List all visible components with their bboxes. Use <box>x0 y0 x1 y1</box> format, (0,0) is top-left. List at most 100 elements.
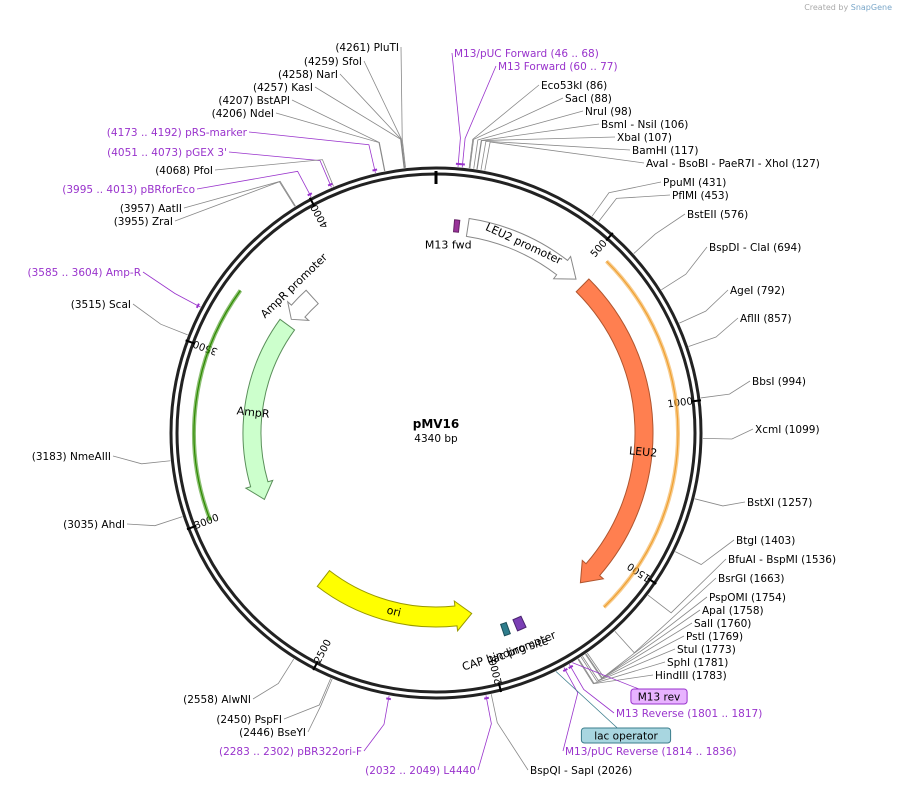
site-leader-line <box>484 141 645 171</box>
feature-label: ori <box>385 604 402 620</box>
primer-mark <box>307 192 313 197</box>
site-leader-line <box>248 131 376 174</box>
site-leader-line <box>339 73 405 168</box>
primer-mark <box>372 168 378 172</box>
site-leader-line <box>688 317 739 347</box>
site-label: AvaI - BsoBI - PaeR7I - XhoI (127) <box>646 158 820 170</box>
site-label: (2032 .. 2049) L4440 <box>365 765 476 777</box>
site-label: AgeI (792) <box>730 285 785 297</box>
primer-mark <box>562 668 568 673</box>
site-label: PstI (1769) <box>686 631 743 643</box>
feature-boxes: M13 rev lac operator <box>580 688 688 744</box>
site-leader-line <box>275 112 385 172</box>
site-label: BtgI (1403) <box>736 535 795 547</box>
site-label: PpuMI (431) <box>663 177 726 189</box>
site-leader-line <box>363 60 406 168</box>
site-label: ApaI (1758) <box>702 605 764 617</box>
site-leader-line <box>112 455 171 465</box>
feature-box-label: M13 rev <box>638 692 681 704</box>
site-label: SphI (1781) <box>667 657 728 669</box>
primer-mark <box>568 664 574 669</box>
site-leader-line <box>214 159 334 187</box>
ruler-tick <box>312 660 319 671</box>
site-leader-lines <box>112 46 754 771</box>
site-leader-line <box>580 648 676 682</box>
site-labels: (4261) PluTI(4259) SfoI(4258) NarI(4257)… <box>28 42 837 777</box>
feature-box-label: lac operator <box>594 731 658 743</box>
site-leader-line <box>568 664 615 714</box>
site-leader-line <box>469 97 564 169</box>
site-leader-line <box>307 678 333 733</box>
feature-ampr-promoter <box>286 289 319 321</box>
feature-ampr <box>242 318 296 501</box>
ruler-tick <box>647 577 657 585</box>
site-label: (4257) KasI <box>253 82 313 94</box>
site-leader-line <box>702 428 754 440</box>
site-label: (3995 .. 4013) pBRforEco <box>62 184 195 196</box>
site-label: BbsI (994) <box>752 376 806 388</box>
site-leader-line <box>363 695 390 752</box>
site-label: M13 Forward (60 .. 77) <box>498 61 618 73</box>
site-label: (2450) PspFI <box>216 714 282 726</box>
feature-box <box>630 688 688 705</box>
site-label: M13 Reverse (1801 .. 1817) <box>616 708 762 720</box>
plasmid-name: pMV16 <box>413 417 460 431</box>
site-leader-line <box>647 558 727 614</box>
site-leader-line <box>633 213 686 254</box>
site-leader-line <box>585 622 693 679</box>
plasmid-backbone <box>169 166 703 700</box>
site-label: (4258) NarI <box>278 69 338 81</box>
site-label: (3957) AatII <box>120 203 182 215</box>
plasmid-size: 4340 bp <box>414 433 458 445</box>
snapgene-credit: Created by SnapGene <box>804 3 892 12</box>
ruler-label: 1000 <box>667 396 694 410</box>
site-leader-line <box>661 246 708 291</box>
site-label: (3035) AhdI <box>63 519 125 531</box>
feature-extent-arcs <box>191 259 680 609</box>
site-label: NruI (98) <box>585 106 632 118</box>
site-label: BspDI - ClaI (694) <box>709 242 801 254</box>
ruler-label: 2500 <box>313 638 334 666</box>
site-label: BamHI (117) <box>632 145 698 157</box>
site-leader-line <box>142 271 201 308</box>
feature-m13-fwd <box>452 219 461 233</box>
site-leader-line <box>291 99 386 172</box>
site-leader-line <box>700 380 751 399</box>
site-leader-line <box>468 84 540 169</box>
site-leader-line <box>473 110 584 169</box>
site-leader-line <box>126 516 183 527</box>
feature-label: CAP binding site <box>461 634 551 673</box>
site-label: BfuAI - BspMI (1536) <box>728 554 836 566</box>
primer-mark <box>327 182 333 187</box>
backbone-outer-strand <box>169 166 703 700</box>
site-leader-line <box>598 194 671 222</box>
site-label: (2558) AlwNI <box>183 694 251 706</box>
site-label: BsmI - NsiI (106) <box>601 119 688 131</box>
site-leader-line <box>132 303 188 336</box>
primer-mark <box>386 697 392 701</box>
site-label: (3183) NmeAIII <box>32 451 111 463</box>
site-label: SacI (88) <box>565 93 612 105</box>
site-leader-line <box>252 658 295 700</box>
site-leader-line <box>183 180 296 209</box>
feature-label: AmpR <box>236 404 270 421</box>
feature-leu2-promoter <box>465 217 577 280</box>
site-leader-line <box>577 658 654 685</box>
site-label: (4261) PluTI <box>335 42 399 54</box>
site-label: Eco53kI (86) <box>541 80 607 92</box>
box-leader-line <box>555 671 627 737</box>
ruler-tick <box>308 197 316 207</box>
site-label: (4206) NdeI <box>212 108 274 120</box>
site-label: AflII (857) <box>740 313 792 325</box>
site-label: (4207) BstAPI <box>218 95 290 107</box>
site-leader-line <box>461 65 497 168</box>
feature-ori <box>316 569 473 633</box>
site-leader-line <box>591 181 662 217</box>
site-leader-line <box>562 667 579 752</box>
site-label: HindIII (1783) <box>655 670 727 682</box>
site-label: (2446) BseYI <box>239 727 306 739</box>
site-leader-line <box>694 498 746 507</box>
feature-extent-line <box>193 290 241 521</box>
ruler-tick <box>605 232 614 242</box>
